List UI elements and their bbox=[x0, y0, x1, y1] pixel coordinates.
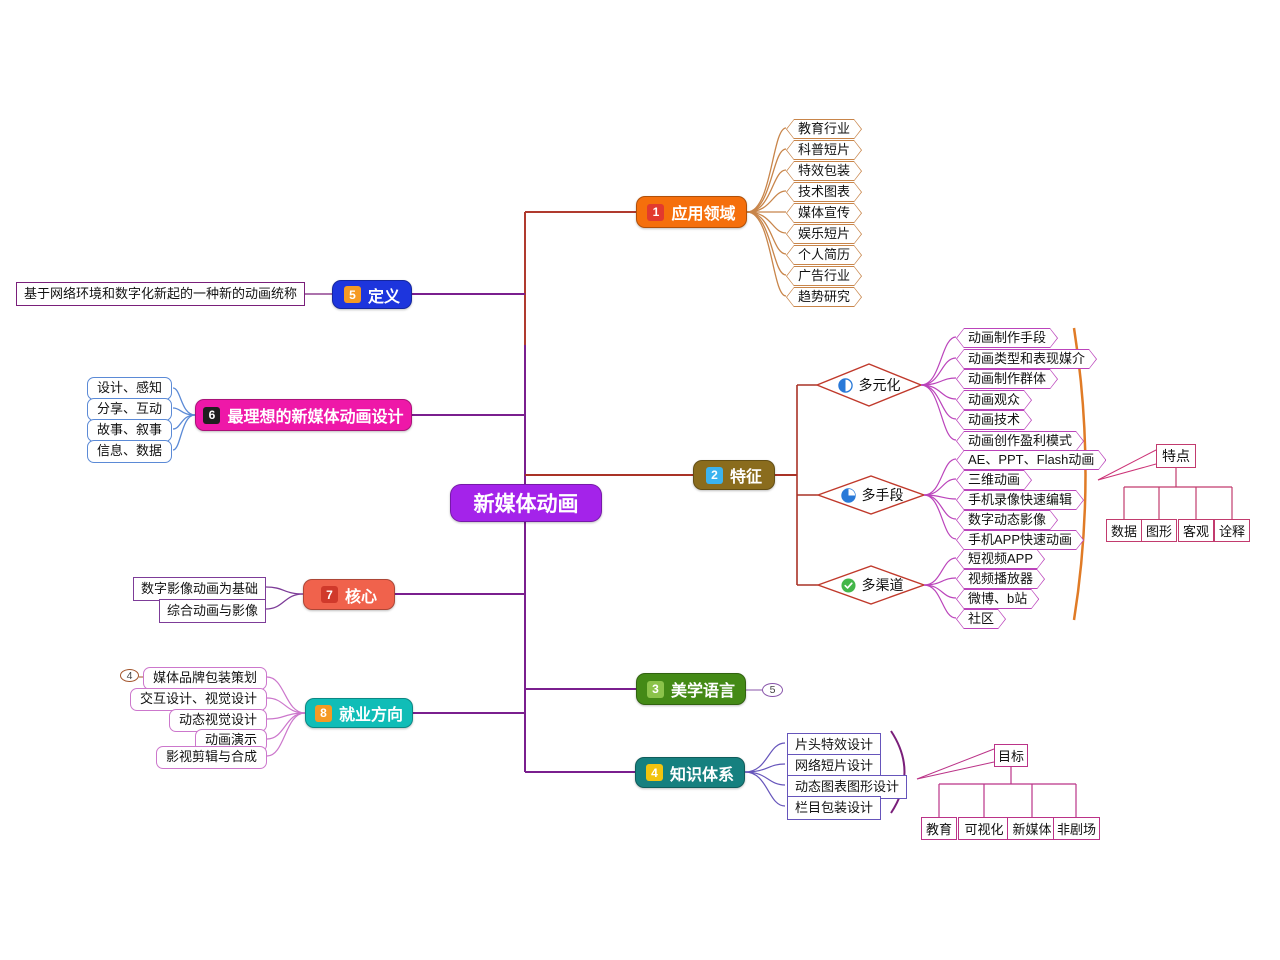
knowledge-callout-leaf-2[interactable]: 新媒体 bbox=[1007, 817, 1057, 840]
ideal-child-2[interactable]: 故事、叙事 bbox=[86, 419, 172, 442]
ideal-child-3[interactable]: 信息、数据 bbox=[86, 440, 172, 463]
aesthetics-marker-5[interactable]: 5 bbox=[762, 683, 783, 697]
check-icon[interactable] bbox=[840, 577, 856, 593]
features-callout-leaf-0[interactable]: 数据 bbox=[1106, 519, 1142, 542]
multi-channel-child-3[interactable]: 社区 bbox=[956, 609, 1006, 629]
apply-child-8[interactable]: 趋势研究 bbox=[786, 287, 862, 307]
branch-apply-label: 应用领域 bbox=[671, 206, 736, 223]
trunk-connectors bbox=[395, 211, 693, 773]
branch-ideal-label: 最理想的新媒体动画设计 bbox=[227, 409, 404, 426]
knowledge-boundary-bracket[interactable] bbox=[890, 730, 906, 814]
knowledge-callout-wedge bbox=[916, 748, 995, 780]
features-callout-wedge bbox=[1097, 449, 1157, 481]
central-topic-label: 新媒体动画 bbox=[473, 493, 579, 516]
knowledge-fan bbox=[744, 742, 786, 807]
core-child-0[interactable]: 数字影像动画为基础 bbox=[132, 577, 266, 601]
branch-features-node[interactable]: 2 特征 bbox=[693, 460, 775, 490]
apply-child-2[interactable]: 特效包装 bbox=[786, 161, 862, 181]
features-callout-leaf-2[interactable]: 客观 bbox=[1178, 519, 1214, 542]
knowledge-child-3[interactable]: 栏目包装设计 bbox=[787, 796, 882, 820]
knowledge-callout-leaf-3[interactable]: 非剧场 bbox=[1053, 817, 1100, 840]
knowledge-callout-leaf-0[interactable]: 教育 bbox=[921, 817, 957, 840]
ideal-child-0[interactable]: 设计、感知 bbox=[86, 377, 172, 400]
diversified-child-0[interactable]: 动画制作手段 bbox=[956, 328, 1058, 348]
career-child-0[interactable]: 媒体品牌包装策划 bbox=[142, 667, 267, 690]
features-subtree-lines bbox=[775, 384, 818, 586]
core-child-1[interactable]: 综合动画与影像 bbox=[158, 599, 266, 623]
knowledge-callout-tree bbox=[938, 767, 1077, 817]
branch-aesthetics-label: 美学语言 bbox=[670, 683, 735, 700]
branch-knowledge-label: 知识体系 bbox=[669, 766, 734, 784]
features-callout-leaf-3[interactable]: 诠释 bbox=[1214, 519, 1250, 542]
branch-apply-node[interactable]: 1 应用领域 bbox=[636, 196, 747, 228]
career-marker-4[interactable]: 4 bbox=[120, 669, 139, 682]
features-callout-tree bbox=[1123, 468, 1233, 519]
multi-method-child-4[interactable]: 手机APP快速动画 bbox=[956, 530, 1084, 550]
apply-fan bbox=[746, 127, 787, 297]
apply-child-1[interactable]: 科普短片 bbox=[786, 140, 862, 160]
badge-7-icon: 7 bbox=[320, 586, 338, 603]
badge-8-icon: 8 bbox=[314, 704, 332, 722]
knowledge-child-0[interactable]: 片头特效设计 bbox=[787, 733, 882, 757]
half-pie-icon[interactable] bbox=[837, 377, 853, 393]
features-boundary-bracket[interactable] bbox=[1072, 327, 1087, 621]
multi-method-child-2[interactable]: 手机录像快速编辑 bbox=[956, 490, 1084, 510]
career-fan bbox=[266, 676, 306, 757]
apply-child-5[interactable]: 娱乐短片 bbox=[786, 224, 862, 244]
feature-diamonds[interactable] bbox=[815, 363, 927, 605]
badge-6-icon: 6 bbox=[203, 406, 221, 424]
features-callout-title[interactable]: 特点 bbox=[1156, 444, 1196, 468]
diversified-child-4[interactable]: 动画技术 bbox=[956, 410, 1032, 430]
apply-child-0[interactable]: 教育行业 bbox=[786, 119, 862, 139]
diamond-diversified-label[interactable]: 多元化 bbox=[819, 374, 919, 396]
diamond-multi-method-label[interactable]: 多手段 bbox=[822, 484, 922, 506]
ideal-child-1[interactable]: 分享、互动 bbox=[86, 398, 172, 421]
multi-method-child-1[interactable]: 三维动画 bbox=[956, 470, 1032, 490]
ideal-fan bbox=[172, 387, 196, 451]
badge-5-icon: 5 bbox=[343, 286, 361, 303]
apply-child-3[interactable]: 技术图表 bbox=[786, 182, 862, 202]
diversified-child-1[interactable]: 动画类型和表现媒介 bbox=[956, 349, 1097, 369]
badge-1-icon: 1 bbox=[647, 203, 665, 221]
apply-child-4[interactable]: 媒体宣传 bbox=[786, 203, 862, 223]
diversified-fan bbox=[920, 336, 957, 441]
features-callout-leaf-1[interactable]: 图形 bbox=[1141, 519, 1177, 542]
branch-features-label: 特征 bbox=[729, 469, 762, 486]
multi-method-child-0[interactable]: AE、PPT、Flash动画 bbox=[956, 450, 1106, 470]
multi-channel-child-2[interactable]: 微博、b站 bbox=[956, 589, 1039, 609]
diversified-child-3[interactable]: 动画观众 bbox=[956, 390, 1032, 410]
multi-method-child-3[interactable]: 数字动态影像 bbox=[956, 510, 1058, 530]
branch-core-node[interactable]: 7 核心 bbox=[303, 579, 395, 610]
multi-channel-child-0[interactable]: 短视频APP bbox=[956, 549, 1045, 569]
knowledge-callout-leaf-1[interactable]: 可视化 bbox=[958, 817, 1010, 840]
multi-method-fan bbox=[923, 458, 957, 540]
multi-channel-fan bbox=[923, 557, 957, 619]
badge-4-icon: 4 bbox=[645, 764, 663, 781]
career-child-1[interactable]: 交互设计、视觉设计 bbox=[129, 688, 267, 711]
badge-3-icon: 3 bbox=[646, 680, 664, 698]
branch-definition-label: 定义 bbox=[367, 288, 400, 306]
knowledge-callout-title[interactable]: 目标 bbox=[994, 744, 1028, 767]
badge-2-icon: 2 bbox=[705, 466, 723, 484]
knowledge-child-1[interactable]: 网络短片设计 bbox=[787, 754, 882, 778]
branch-core-label: 核心 bbox=[344, 588, 377, 606]
diamond-multi-channel-label[interactable]: 多渠道 bbox=[822, 574, 922, 596]
diversified-child-2[interactable]: 动画制作群体 bbox=[956, 369, 1058, 389]
branch-career-label: 就业方向 bbox=[338, 707, 403, 724]
core-fan bbox=[265, 586, 304, 610]
apply-child-7[interactable]: 广告行业 bbox=[786, 266, 862, 286]
central-topic[interactable]: 新媒体动画 bbox=[450, 484, 602, 522]
branch-aesthetics-node[interactable]: 3 美学语言 bbox=[636, 673, 746, 705]
diversified-child-5[interactable]: 动画创作盈利模式 bbox=[956, 431, 1084, 451]
multi-channel-child-1[interactable]: 视频播放器 bbox=[956, 569, 1045, 589]
definition-child-0[interactable]: 基于网络环境和数字化新起的一种新的动画统称 bbox=[15, 282, 305, 306]
career-child-4[interactable]: 影视剪辑与合成 bbox=[155, 746, 267, 769]
branch-definition-node[interactable]: 5 定义 bbox=[332, 280, 412, 309]
branch-career-node[interactable]: 8 就业方向 bbox=[305, 698, 413, 728]
apply-child-6[interactable]: 个人简历 bbox=[786, 245, 862, 265]
branch-ideal-node[interactable]: 6 最理想的新媒体动画设计 bbox=[195, 399, 412, 431]
three-quarter-pie-icon[interactable] bbox=[840, 487, 856, 503]
branch-knowledge-node[interactable]: 4 知识体系 bbox=[635, 757, 745, 788]
